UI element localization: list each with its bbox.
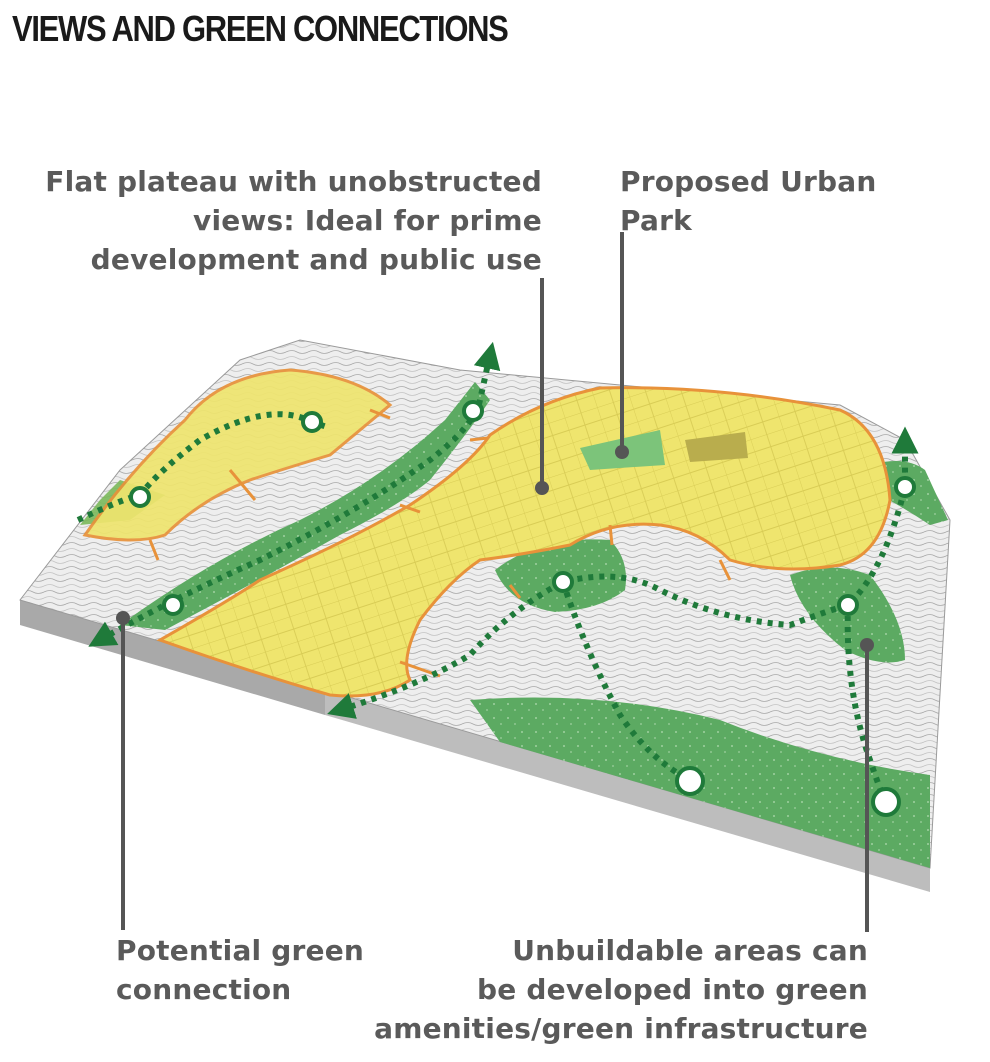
connection-node [554, 573, 572, 591]
urban-park-label-line: Proposed Urban [620, 162, 877, 201]
plateau-label-line: development and public use [45, 240, 542, 279]
unbuildable-label: Unbuildable areas can be developed into … [374, 931, 868, 1048]
connection-node [896, 478, 914, 496]
plateau-label: Flat plateau with unobstructed views: Id… [45, 162, 542, 279]
green-connection-label-line: Potential green [116, 931, 364, 970]
connection-node [464, 402, 482, 420]
urban-park-label: Proposed Urban Park [620, 162, 877, 240]
connection-node [164, 596, 182, 614]
green-connection-label-line: connection [116, 970, 364, 1009]
green-connection-label: Potential green connection [116, 931, 364, 1009]
plateau-label-line: Flat plateau with unobstructed [45, 162, 542, 201]
plateau-label-line: views: Ideal for prime [45, 201, 542, 240]
connection-node-large [873, 789, 899, 815]
unbuildable-label-line: be developed into green [374, 970, 868, 1009]
connection-node [839, 596, 857, 614]
urban-park-label-line: Park [620, 201, 877, 240]
unbuildable-label-line: amenities/green infrastructure [374, 1009, 868, 1048]
connection-node [131, 488, 149, 506]
unbuildable-label-line: Unbuildable areas can [374, 931, 868, 970]
connection-node [303, 413, 321, 431]
connection-node-large [677, 768, 703, 794]
